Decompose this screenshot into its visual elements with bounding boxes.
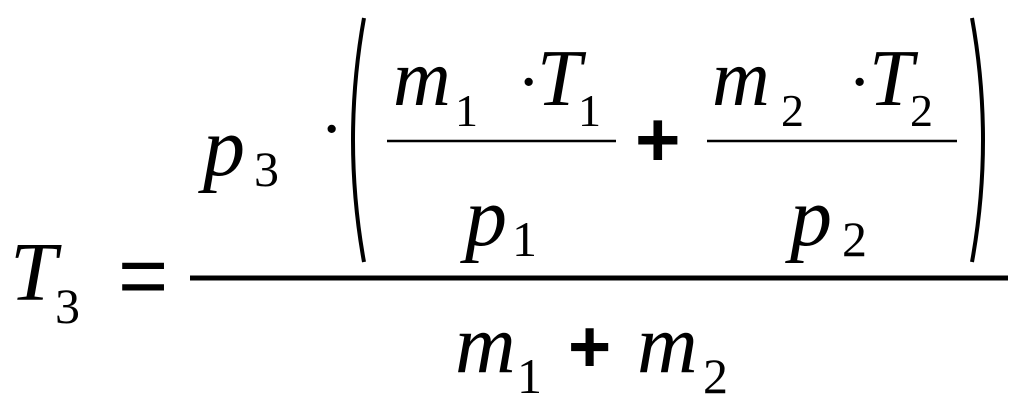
term1-dot: · — [517, 44, 540, 121]
term2-num-b-symbol: T — [869, 35, 919, 123]
prefactor-dot: · — [320, 91, 343, 168]
close-paren — [970, 17, 985, 263]
prefactor-symbol: p — [198, 101, 245, 194]
den-a-symbol: m — [455, 298, 516, 391]
term2-fraction: m 2 · T 2 p 2 — [707, 35, 957, 267]
lhs-subscript: 3 — [55, 278, 80, 334]
den-plus: + — [568, 305, 611, 388]
term2-num-a-symbol: m — [712, 35, 770, 123]
term1-num-b-subscript: 1 — [578, 85, 601, 136]
term1-fraction: m 1 · T 1 p 1 — [387, 35, 616, 267]
term2-num-a-subscript: 2 — [781, 85, 804, 136]
term1-num-a-subscript: 1 — [455, 85, 478, 136]
term2-dot: · — [848, 44, 871, 121]
term1-den-subscript: 1 — [512, 211, 537, 267]
lhs-term: T 3 — [10, 226, 80, 334]
den-a-subscript: 1 — [517, 348, 542, 404]
term2-den-symbol: p — [785, 171, 832, 264]
den-b-subscript: 2 — [703, 348, 728, 404]
term2-den-subscript: 2 — [842, 211, 867, 267]
denominator: m 1 + m 2 — [455, 298, 728, 404]
terms-plus: + — [635, 95, 681, 183]
prefactor-subscript: 3 — [254, 141, 279, 197]
lhs-symbol: T — [10, 226, 62, 319]
term1-num-b-symbol: T — [537, 35, 587, 123]
term2-num-b-subscript: 2 — [910, 85, 933, 136]
numerator-prefactor: p 3 — [198, 101, 279, 197]
term1-num-a-symbol: m — [393, 35, 451, 123]
equals-sign: = — [118, 228, 168, 324]
open-paren — [351, 17, 366, 263]
den-b-symbol: m — [637, 298, 698, 391]
term1-den-symbol: p — [460, 171, 507, 264]
